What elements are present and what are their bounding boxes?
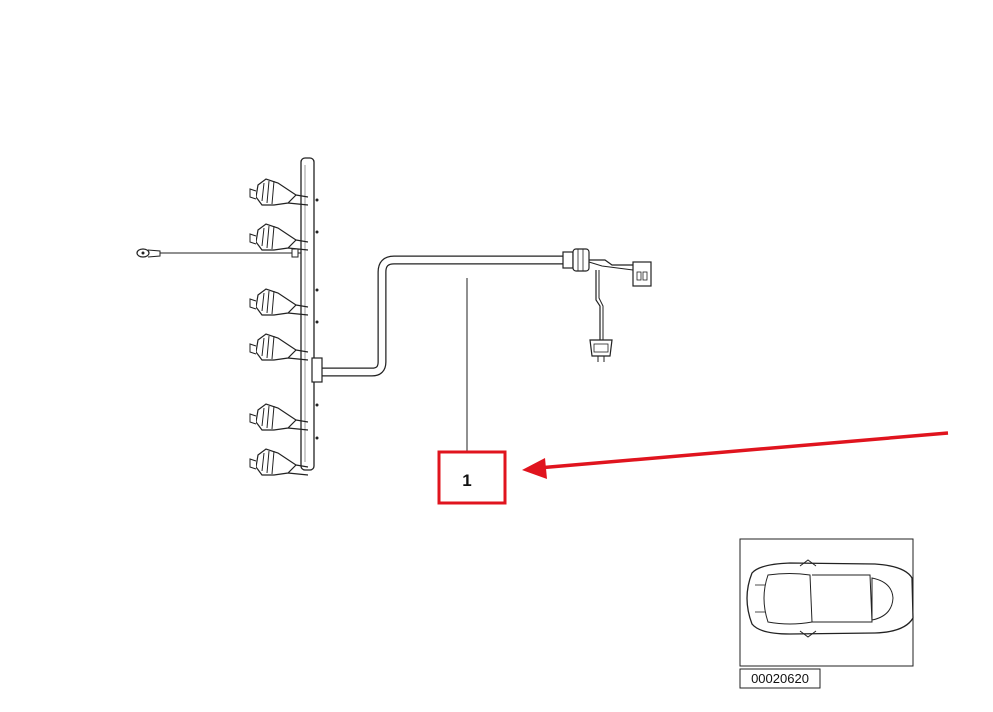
ignition-coil-connector-icon [249, 178, 309, 476]
electrical-plug-icon [589, 261, 652, 362]
harness-end-connector [562, 248, 634, 340]
callout-number: 1 [462, 471, 471, 490]
vehicle-thumbnail: 00020620 [739, 538, 914, 689]
harness-branch [311, 255, 565, 383]
car-top-view-icon [746, 559, 914, 638]
harness-rail [300, 157, 319, 471]
highlight-box [437, 450, 507, 505]
ring-terminal-icon [136, 248, 301, 258]
reference-code: 00020620 [751, 671, 809, 686]
highlight-arrow [522, 431, 949, 479]
